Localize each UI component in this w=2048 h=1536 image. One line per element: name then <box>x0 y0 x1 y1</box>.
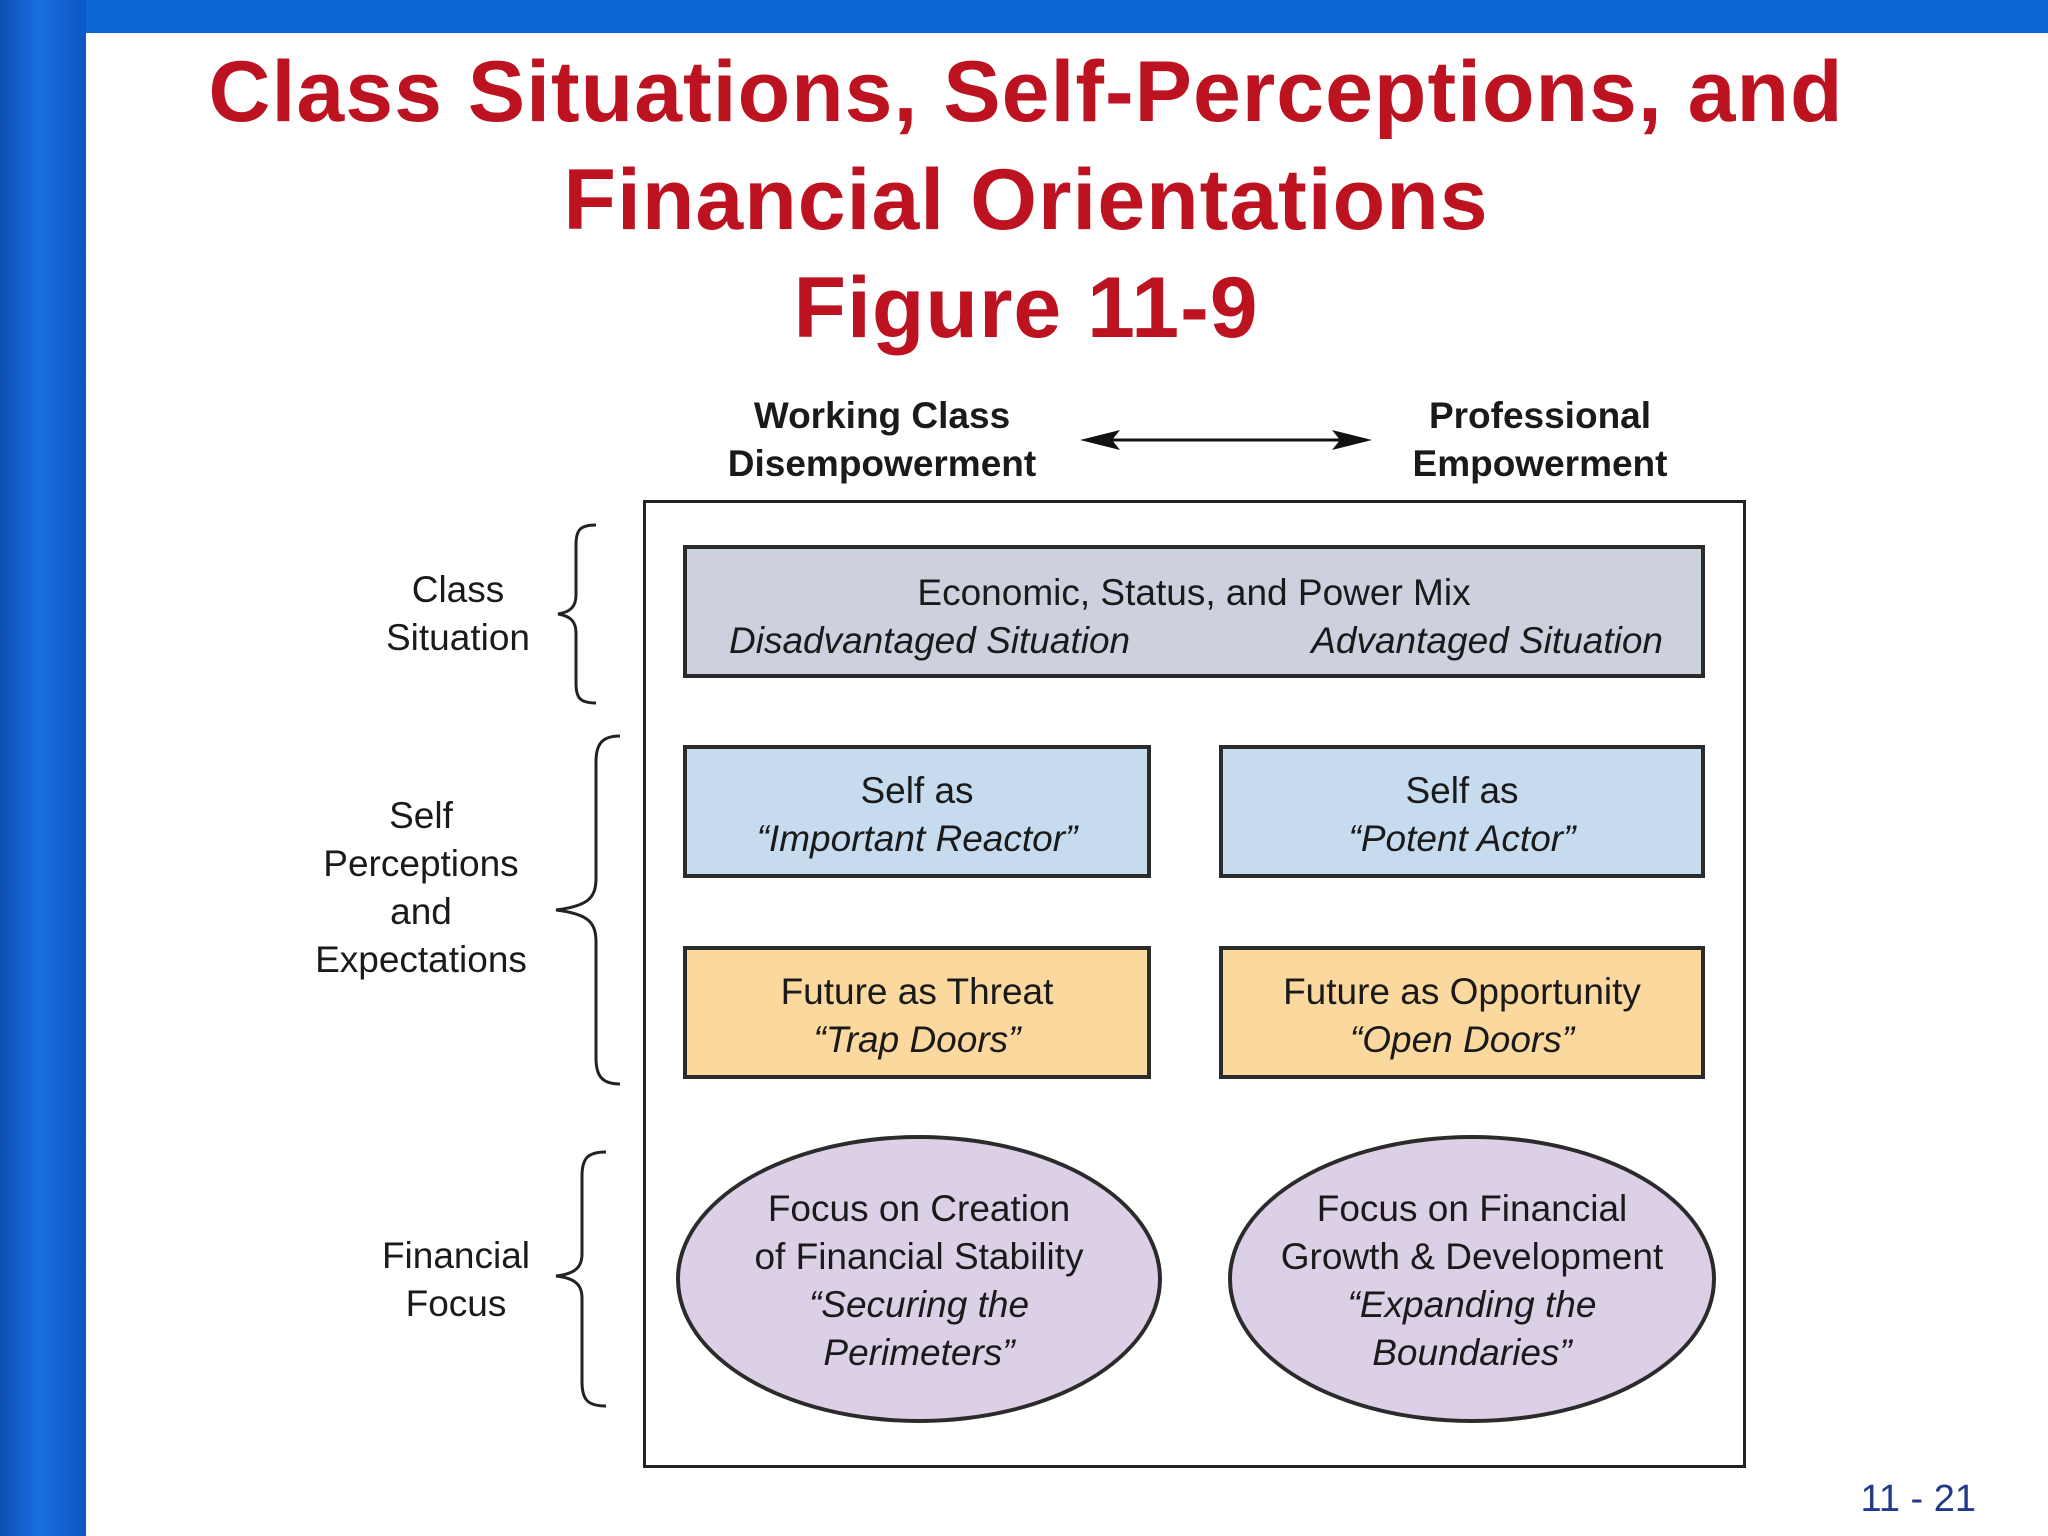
header-left-line-2: Disempowerment <box>727 443 1037 484</box>
focus-left-line-1: Focus on Creation <box>767 1188 1071 1229</box>
title-line-1: Class Situations, Self-Perceptions, and <box>208 44 1844 140</box>
brace-self-perceptions <box>555 734 621 1086</box>
header-right-line-2: Empowerment <box>1412 443 1668 484</box>
label-class-situation-line-1: Class <box>411 569 505 610</box>
focus-right-line-2: Growth & Development <box>1280 1236 1664 1277</box>
self-right-line-2: “Potent Actor” <box>1348 818 1576 859</box>
label-self-line-3: and <box>390 891 452 932</box>
label-self-line-2: Perceptions <box>323 843 519 884</box>
box-future-opportunity: Future as Opportunity “Open Doors” <box>1219 946 1705 1079</box>
self-left-line-1: Self as <box>860 770 974 811</box>
brace-class-situation <box>557 523 597 705</box>
slide-number: 11 - 21 <box>1860 1478 1976 1520</box>
label-class-situation: Class Situation <box>358 566 558 662</box>
double-arrow-icon <box>1080 430 1372 450</box>
slide-title: Class Situations, Self-Perceptions, and … <box>86 38 1966 362</box>
future-right-line-1: Future as Opportunity <box>1283 971 1641 1012</box>
label-self-line-4: Expectations <box>315 939 527 980</box>
label-financial-focus-line-1: Financial <box>381 1235 531 1276</box>
mix-right-label: Advantaged Situation <box>1311 620 1663 661</box>
header-left-line-1: Working Class <box>753 395 1011 436</box>
header-working-class: Working Class Disempowerment <box>702 392 1062 488</box>
ellipse-financial-stability: Focus on Creation of Financial Stability… <box>676 1135 1162 1423</box>
header-professional: Professional Empowerment <box>1360 392 1720 488</box>
diagram-frame <box>643 500 1746 1468</box>
label-financial-focus: Financial Focus <box>356 1232 556 1328</box>
mix-left-label: Disadvantaged Situation <box>729 620 1131 661</box>
focus-left-line-3: “Securing the <box>808 1284 1030 1325</box>
focus-right-line-1: Focus on Financial <box>1316 1188 1628 1229</box>
focus-left-line-4: Perimeters” <box>823 1332 1015 1373</box>
label-financial-focus-line-2: Focus <box>405 1283 507 1324</box>
brace-financial-focus <box>555 1150 607 1408</box>
future-right-line-2: “Open Doors” <box>1349 1019 1575 1060</box>
box-self-important-reactor: Self as “Important Reactor” <box>683 745 1151 878</box>
self-left-line-2: “Important Reactor” <box>756 818 1078 859</box>
label-self-line-1: Self <box>389 795 453 836</box>
box-economic-mix: Economic, Status, and Power Mix Disadvan… <box>683 545 1705 678</box>
title-line-3: Figure 11-9 <box>793 260 1259 356</box>
top-header-bar <box>86 0 2048 33</box>
focus-right-line-4: Boundaries” <box>1372 1332 1572 1373</box>
box-self-potent-actor: Self as “Potent Actor” <box>1219 745 1705 878</box>
label-self-perceptions: Self Perceptions and Expectations <box>300 792 542 984</box>
box-future-threat: Future as Threat “Trap Doors” <box>683 946 1151 1079</box>
label-class-situation-line-2: Situation <box>386 617 530 658</box>
focus-left-line-2: of Financial Stability <box>754 1236 1084 1277</box>
header-right-line-1: Professional <box>1428 395 1652 436</box>
future-left-line-2: “Trap Doors” <box>813 1019 1021 1060</box>
mix-title: Economic, Status, and Power Mix <box>917 572 1471 613</box>
title-line-2: Financial Orientations <box>563 152 1489 248</box>
self-right-line-1: Self as <box>1405 770 1519 811</box>
left-sidebar-bar <box>0 0 86 1536</box>
future-left-line-1: Future as Threat <box>780 971 1054 1012</box>
ellipse-financial-growth: Focus on Financial Growth & Development … <box>1228 1135 1716 1423</box>
focus-right-line-3: “Expanding the <box>1347 1284 1597 1325</box>
